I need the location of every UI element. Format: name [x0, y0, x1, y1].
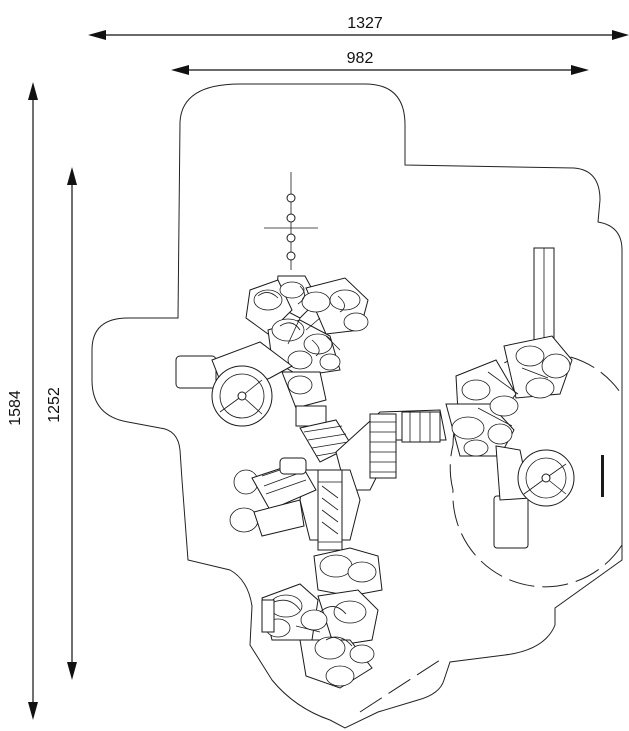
top-tower-cluster	[245, 275, 369, 409]
dimension-equipment-height: 1252	[46, 167, 77, 680]
overall-width-label: 1327	[347, 15, 383, 32]
safety-zone-outline	[91, 83, 623, 729]
dimension-overall-width: 1327	[88, 15, 629, 40]
dimension-overall-height: 1584	[7, 82, 38, 720]
right-tower-cluster	[445, 247, 573, 457]
bottom-dashed-boundary	[359, 659, 441, 713]
left-small-cluster	[229, 457, 317, 537]
bottom-tower-cluster	[261, 547, 383, 689]
equipment-width-label: 982	[347, 50, 374, 67]
left-tube-slide	[175, 341, 293, 427]
flag-pole	[264, 172, 318, 270]
overall-height-label: 1584	[7, 390, 24, 426]
dimension-equipment-width: 982	[171, 50, 589, 75]
right-spiral-slide	[493, 445, 604, 549]
equipment-height-label: 1252	[46, 387, 63, 423]
